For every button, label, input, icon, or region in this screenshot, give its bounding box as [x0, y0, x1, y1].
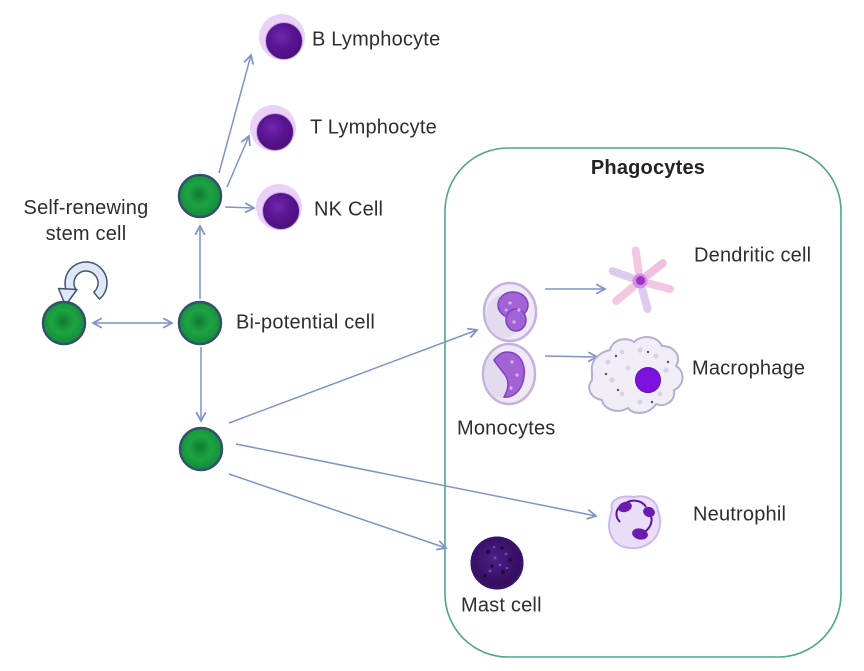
mast-cell-icon [470, 536, 524, 590]
stem-cell-icon [41, 300, 87, 346]
bi-potential-cell-icon [177, 300, 223, 346]
arrow-to-neutrophil [235, 443, 598, 520]
b-lymphocyte-icon [259, 14, 305, 60]
monocyte-2-icon [481, 342, 537, 406]
self-renewal-loop-icon [57, 261, 108, 307]
arrows [91, 53, 607, 551]
b-lymphocyte-label: B Lymphocyte [312, 28, 441, 51]
neutrophil-label: Neutrophil [693, 503, 787, 526]
bi-potential-cell-label: Bi-potential cell [236, 311, 376, 334]
lymphoid-progenitor-cell-icon [177, 173, 223, 219]
neutrophil-icon [608, 495, 662, 550]
macrophage-icon [588, 336, 684, 414]
nk-cell-label: NK Cell [314, 198, 384, 221]
arrow-to-nk-cell [224, 202, 256, 214]
t-lymphocyte-icon [250, 105, 296, 151]
nk-cell-icon [256, 184, 302, 230]
phagocytes-box [444, 147, 842, 658]
mast-cell-label: Mast cell [461, 594, 542, 617]
phagocytes-title: Phagocytes [590, 157, 706, 179]
arrow-monocyte-to-macrophage [544, 351, 599, 363]
arrow-to-monocytes [228, 327, 479, 424]
t-lymphocyte-label: T Lymphocyte [310, 116, 437, 139]
monocyte-1-icon [482, 281, 538, 343]
dendritic-cell-icon [608, 246, 674, 314]
arrow-to-mast-cell [228, 473, 448, 551]
macrophage-label: Macrophage [692, 357, 806, 380]
arrow-to-b-lymphocyte [218, 53, 255, 174]
monocytes-label: Monocytes [457, 417, 556, 440]
myeloid-progenitor-cell-icon [178, 426, 224, 472]
arrow-to-t-lymphocyte [226, 134, 251, 188]
dendritic-cell-label: Dendritic cell [694, 244, 812, 267]
self-renewing-stem-cell-label: Self-renewing stem cell [23, 197, 149, 246]
